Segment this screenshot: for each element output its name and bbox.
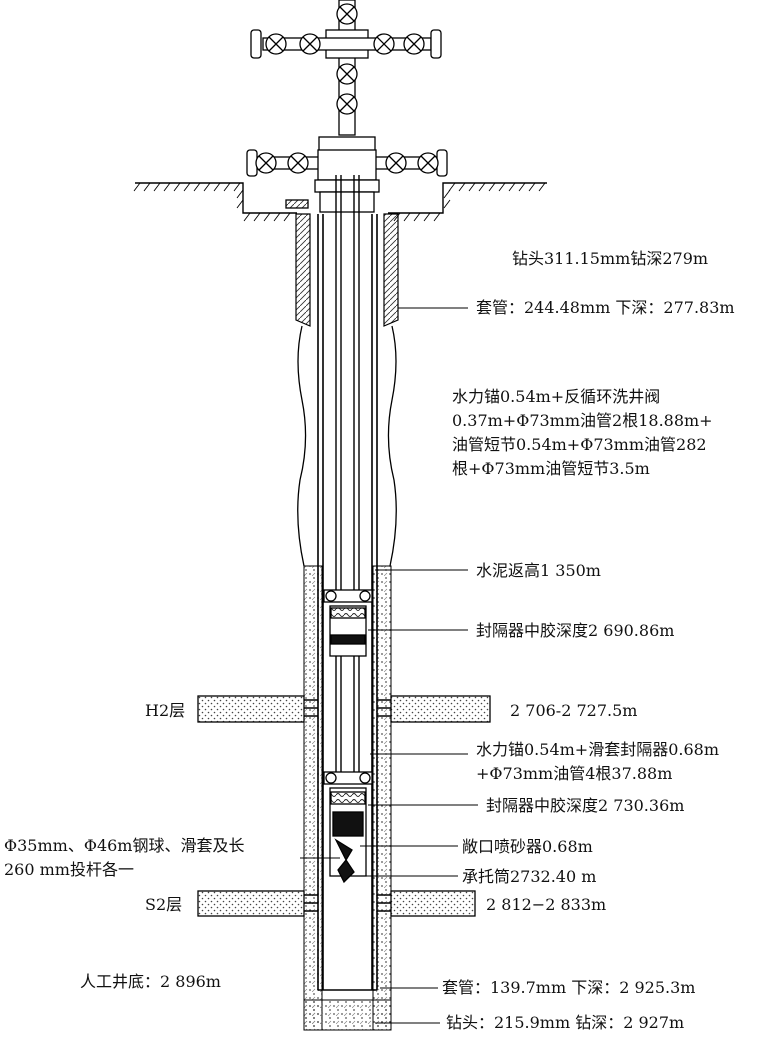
h2-depth-label: 2 706-2 727.5m <box>510 701 638 720</box>
formation-h2 <box>197 695 491 723</box>
ground-surface <box>133 182 547 222</box>
lower-string-line1: 水力锚0.54m+滑套封隔器0.68m <box>476 740 720 759</box>
open-hole-wall <box>297 325 397 567</box>
packer-upper-label: 封隔器中胶深度2 690.86m <box>476 621 675 640</box>
lower-string-line2: +Φ73mm油管4根37.88m <box>476 764 673 783</box>
surface-casing-cement <box>295 213 399 327</box>
hydraulic-anchor-lower <box>323 771 373 785</box>
surface-casing-label: 套管：244.48mm 下深：277.83m <box>476 298 735 317</box>
bit-surface-label: 钻头311.15mm钻深279m <box>512 249 709 268</box>
ball-desc-line2: 260 mm投杆各一 <box>4 860 134 879</box>
sand-blaster-label: 敞口喷砂器0.68m <box>462 837 593 856</box>
h2-layer-label: H2层 <box>145 701 186 720</box>
packer-upper <box>329 605 367 657</box>
string-desc-line2: 0.37m+Φ73mm油管2根18.88m+ <box>452 411 713 430</box>
hydraulic-anchor-upper <box>323 589 373 603</box>
string-desc-line1: 水力锚0.54m+反循环洗井阀 <box>452 387 661 406</box>
packer-lower-label: 封隔器中胶深度2 730.36m <box>486 796 685 815</box>
s2-layer-label: S2层 <box>145 895 183 914</box>
ball-desc-line1: Φ35mm、Φ46m钢球、滑套及长 <box>4 836 245 855</box>
tubing-string <box>335 175 360 775</box>
leader-lines <box>300 307 478 1024</box>
cement-top-label: 水泥返高1 350m <box>476 561 601 580</box>
holder-label: 承托筒2732.40 m <box>462 867 597 886</box>
wellhead-tree <box>246 0 448 213</box>
packer-lower <box>329 787 367 884</box>
s2-depth-label: 2 812−2 833m <box>486 895 607 914</box>
production-bit-label: 钻头：215.9mm 钻深：2 927m <box>446 1013 685 1032</box>
string-desc-line4: 根+Φ73mm油管短节3.5m <box>452 459 650 478</box>
formation-s2 <box>197 890 476 917</box>
production-casing-label: 套管：139.7mm 下深：2 925.3m <box>442 978 696 997</box>
artificial-bottom-label: 人工井底：2 896m <box>80 972 221 991</box>
string-desc-line3: 油管短节0.54m+Φ73mm油管282 <box>452 435 707 454</box>
